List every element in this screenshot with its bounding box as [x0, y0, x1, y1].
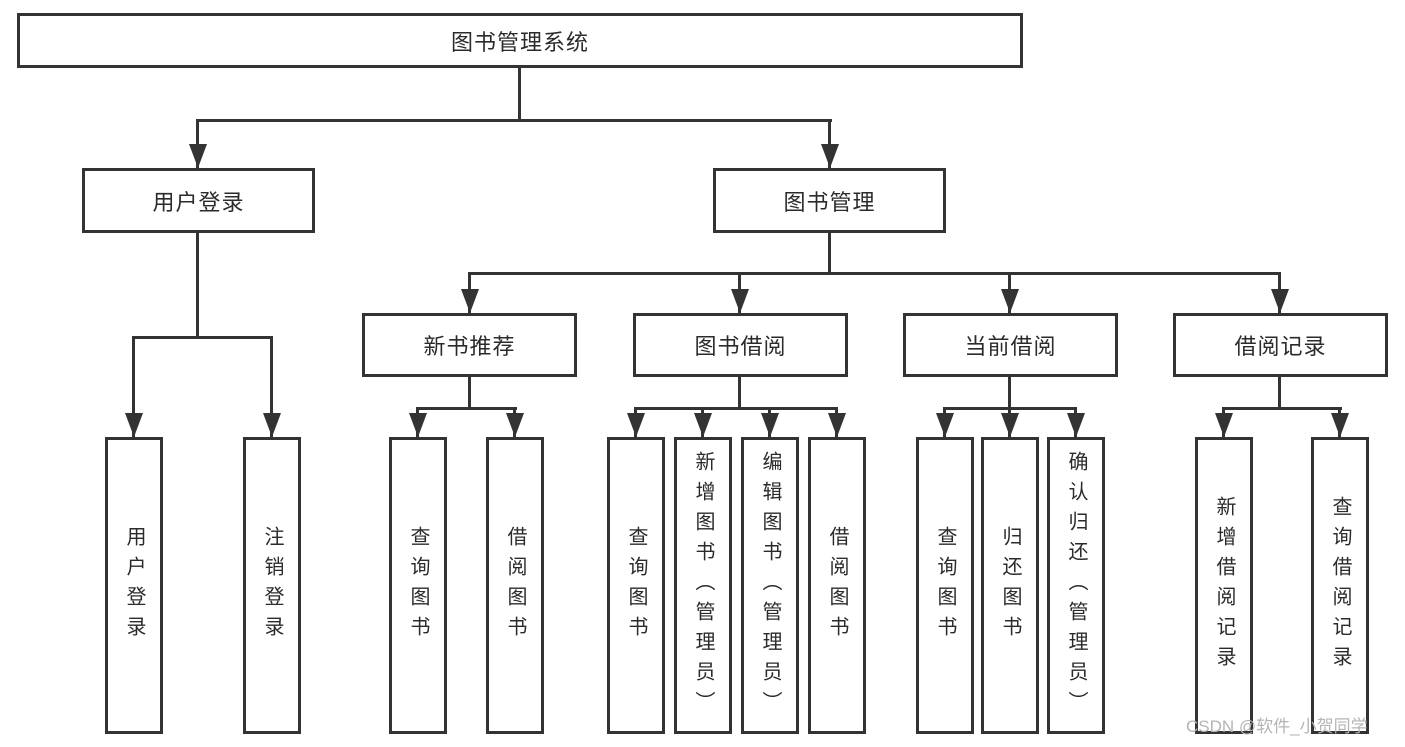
connector-user-login-stem — [196, 233, 199, 338]
arrowhead-cb-return-icon — [1001, 413, 1019, 437]
node-book-management: 图书管理 — [713, 168, 946, 233]
node-borrow-records: 借阅记录 — [1173, 313, 1388, 377]
node-user-login-label: 用户登录 — [152, 189, 245, 215]
leaf-bb-borrow-books-label: 借阅图书 — [826, 525, 848, 646]
leaf-user-login-label: 用户登录 — [123, 525, 145, 646]
leaf-cb-query-books-label: 查询图书 — [934, 525, 956, 646]
leaf-logout-label: 注销登录 — [261, 525, 283, 646]
connector-drop-book-management — [828, 119, 831, 168]
connector-user-login-rail — [132, 336, 273, 339]
arrowhead-br-query-icon — [1331, 413, 1349, 437]
connector-book-borrow-stem — [738, 377, 741, 410]
arrowhead-borrow-records-icon — [1271, 289, 1289, 313]
node-current-borrow: 当前借阅 — [903, 313, 1118, 377]
arrowhead-user-login-icon — [189, 144, 207, 168]
arrowhead-br-add-icon — [1215, 413, 1233, 437]
arrowhead-cb-query-icon — [936, 413, 954, 437]
connector-borrow-records-stem — [1278, 377, 1281, 410]
leaf-cb-return-books: 归还图书 — [981, 437, 1039, 734]
arrowhead-bb-edit-icon — [761, 413, 779, 437]
leaf-bb-add-books-admin: 新增图书（管理员） — [674, 437, 732, 734]
arrowhead-new-book-icon — [461, 289, 479, 313]
connector-level2-rail — [197, 119, 832, 122]
arrowhead-bb-borrow-icon — [828, 413, 846, 437]
leaf-cb-confirm-return-admin: 确认归还（管理员） — [1047, 437, 1105, 734]
node-new-book-recommend: 新书推荐 — [362, 313, 577, 377]
node-borrow-records-label: 借阅记录 — [1234, 334, 1327, 359]
leaf-br-add-record: 新增借阅记录 — [1195, 437, 1253, 734]
arrowhead-leaf-logout-icon — [263, 413, 281, 437]
connector-borrow-records-rail — [1222, 407, 1342, 410]
arrowhead-book-management-icon — [821, 144, 839, 168]
node-root-label: 图书管理系统 — [450, 29, 589, 55]
node-book-borrow: 图书借阅 — [633, 313, 848, 377]
node-book-borrow-label: 图书借阅 — [694, 334, 787, 359]
leaf-br-add-record-label: 新增借阅记录 — [1213, 495, 1235, 676]
arrowhead-leaf-user-login-icon — [125, 413, 143, 437]
leaf-bb-edit-books-admin: 编辑图书（管理员） — [741, 437, 799, 734]
node-current-borrow-label: 当前借阅 — [964, 334, 1057, 359]
leaf-br-query-record-label: 查询借阅记录 — [1329, 495, 1351, 676]
leaf-bb-borrow-books: 借阅图书 — [808, 437, 866, 734]
connector-new-book-stem — [468, 377, 471, 410]
connector-drop-user-login — [196, 119, 199, 168]
connector-root-stem — [518, 68, 521, 120]
connector-drop-leaf-logout — [270, 336, 273, 437]
connector-new-book-rail — [416, 407, 517, 410]
leaf-cb-confirm-return-admin-label: 确认归还（管理员） — [1065, 450, 1087, 721]
connector-drop-leaf-user-login — [132, 336, 135, 437]
leaf-bb-edit-books-admin-label: 编辑图书（管理员） — [759, 450, 781, 721]
arrowhead-book-borrow-icon — [731, 289, 749, 313]
leaf-cb-query-books: 查询图书 — [916, 437, 974, 734]
leaf-bb-query-books: 查询图书 — [607, 437, 665, 734]
leaf-bb-query-books-label: 查询图书 — [625, 525, 647, 646]
connector-book-management-stem — [828, 233, 831, 275]
leaf-nb-borrow-books: 借阅图书 — [486, 437, 544, 734]
node-new-book-recommend-label: 新书推荐 — [423, 334, 516, 359]
leaf-logout: 注销登录 — [243, 437, 301, 734]
connector-level3-rail — [468, 272, 1281, 275]
leaf-nb-query-books-label: 查询图书 — [407, 525, 429, 646]
arrowhead-nb-query-icon — [409, 413, 427, 437]
connector-book-borrow-rail — [634, 407, 838, 410]
connector-current-borrow-stem — [1008, 377, 1011, 410]
node-user-login: 用户登录 — [82, 168, 315, 233]
leaf-bb-add-books-admin-label: 新增图书（管理员） — [692, 450, 714, 721]
arrowhead-bb-add-icon — [694, 413, 712, 437]
leaf-user-login: 用户登录 — [105, 437, 163, 734]
arrowhead-cb-confirm-icon — [1067, 413, 1085, 437]
leaf-br-query-record: 查询借阅记录 — [1311, 437, 1369, 734]
csdn-watermark: CSDN @软件_小贺同学 — [1186, 717, 1368, 736]
node-book-management-label: 图书管理 — [783, 189, 876, 215]
arrowhead-current-borrow-icon — [1001, 289, 1019, 313]
leaf-nb-query-books: 查询图书 — [389, 437, 447, 734]
arrowhead-bb-query-icon — [627, 413, 645, 437]
leaf-cb-return-books-label: 归还图书 — [999, 525, 1021, 646]
leaf-nb-borrow-books-label: 借阅图书 — [504, 525, 526, 646]
node-root: 图书管理系统 — [17, 13, 1023, 68]
arrowhead-nb-borrow-icon — [506, 413, 524, 437]
